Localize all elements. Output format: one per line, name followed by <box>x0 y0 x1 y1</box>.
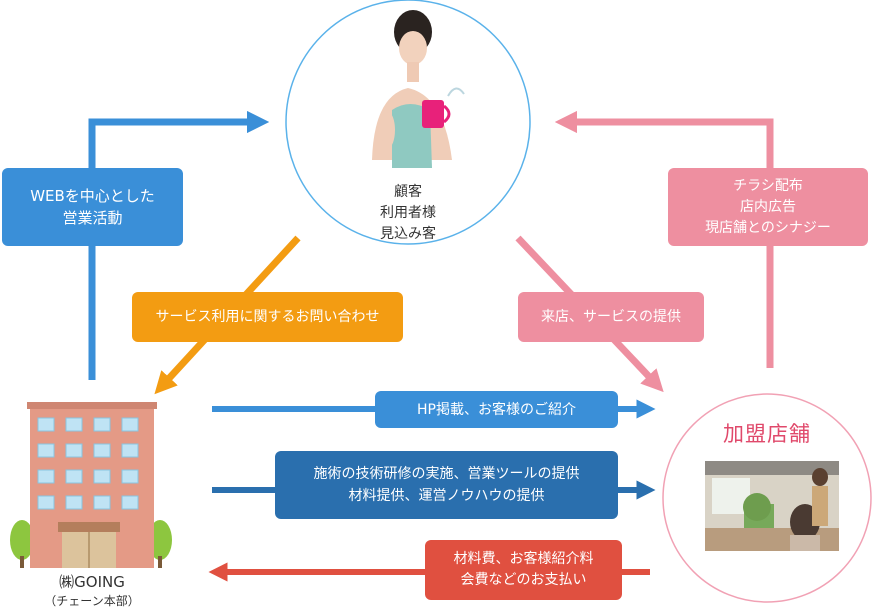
payment-label: 材料費、お客様紹介料 会費などのお支払い <box>425 540 622 600</box>
inquiry-text: サービス利用に関するお問い合わせ <box>155 309 380 325</box>
visit-label: 来店、サービスの提供 <box>518 292 704 342</box>
flyer-line: チラシ配布 <box>733 177 803 194</box>
web-sales-line: WEBを中心とした <box>30 187 155 205</box>
visit-text: 来店、サービスの提供 <box>541 309 681 325</box>
office-building-icon <box>10 402 172 568</box>
payment-line: 材料費、お客様紹介料 <box>453 551 594 567</box>
flyer-line: 現店舗とのシナジー <box>705 219 831 236</box>
web-sales-line: 営業活動 <box>62 209 123 227</box>
inquiry-label: サービス利用に関するお問い合わせ <box>132 292 403 342</box>
customer-line: 顧客 <box>394 184 422 200</box>
hp-text: HP掲載、お客様のご紹介 <box>417 401 576 418</box>
hp-label: HP掲載、お客様のご紹介 <box>375 391 618 428</box>
training-line: 施術の技術研修の実施、営業ツールの提供 <box>313 466 580 482</box>
hq-label: ㈱GOING （チェーン本部） <box>20 572 164 610</box>
training-label: 施術の技術研修の実施、営業ツールの提供 材料提供、運営ノウハウの提供 <box>275 451 618 519</box>
flyer-arrow <box>554 110 774 368</box>
franchise-title: 加盟店舗 <box>723 422 811 446</box>
web-sales-label: WEBを中心とした 営業活動 <box>2 168 183 246</box>
training-line: 材料提供、運営ノウハウの提供 <box>348 488 545 504</box>
customer-line: 利用者様 <box>380 205 436 221</box>
flyer-line: 店内広告 <box>740 198 796 215</box>
customer-label: 顧客 利用者様 見込み客 <box>358 182 458 245</box>
hair-salon-photo <box>705 461 839 551</box>
hq-sub: （チェーン本部） <box>44 594 140 608</box>
woman-holding-cup-photo <box>372 10 465 168</box>
payment-line: 会費などのお支払い <box>460 572 587 588</box>
web-sales-arrow <box>88 110 270 380</box>
hq-name: ㈱GOING <box>59 573 125 591</box>
customer-line: 見込み客 <box>380 226 436 242</box>
flyer-label: チラシ配布 店内広告 現店舗とのシナジー <box>668 168 868 246</box>
